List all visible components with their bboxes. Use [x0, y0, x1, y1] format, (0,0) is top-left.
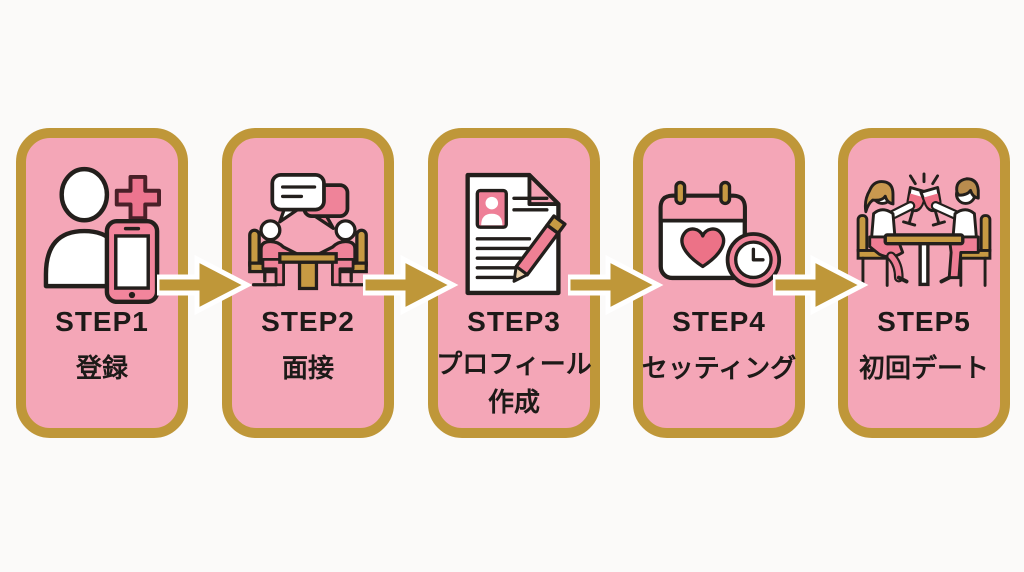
step-card-2: STEP2 面接 [222, 128, 394, 438]
step-arrow-right-icon [157, 254, 253, 316]
step-arrow-right-icon [363, 254, 459, 316]
step-title-line1: プロフィール [436, 349, 592, 379]
dinner-date-icon [848, 160, 1000, 308]
step-label: STEP2 [261, 306, 355, 337]
step-arrow-right-icon [773, 254, 869, 316]
step-label: STEP3 [467, 306, 561, 337]
profile-document-pencil-icon [438, 160, 590, 308]
step-label: STEP1 [55, 306, 149, 337]
step-card-4: STEP4 セッティング [633, 128, 805, 438]
step-card-3: STEP3 プロフィール 作成 [428, 128, 600, 438]
step-title-line2: 作成 [487, 387, 541, 417]
step-title-line1: 面接 [281, 353, 335, 383]
step-title-line1: セッティング [641, 353, 797, 383]
step-title-line1: 初回デート [858, 353, 990, 383]
calendar-heart-clock-icon [643, 160, 795, 308]
step-title-line1: 登録 [75, 353, 129, 383]
step-arrow-right-icon [568, 254, 664, 316]
step-label: STEP5 [877, 306, 971, 337]
step-card-5: STEP5 初回デート [838, 128, 1010, 438]
step-label: STEP4 [672, 306, 766, 337]
user-add-smartphone-icon [26, 160, 178, 308]
interview-chat-icon [232, 160, 384, 308]
